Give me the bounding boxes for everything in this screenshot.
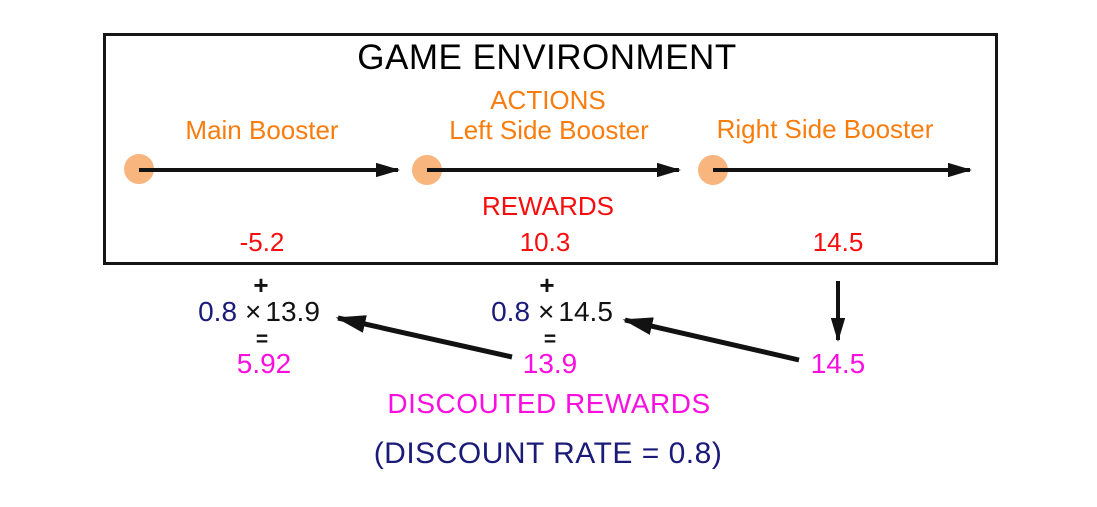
plus-operator-2: + [539, 270, 555, 300]
future-value-1: 13.9 [265, 296, 320, 327]
multiply-sign-2: × [538, 296, 555, 327]
action-label-main-booster: Main Booster [185, 115, 339, 145]
equals-sign-2: = [543, 328, 557, 351]
discounted-result-1: 5.92 [236, 348, 292, 379]
game-environment-box [103, 33, 998, 265]
discount-expression-1: 0.8×13.9 [198, 298, 320, 326]
discount-rate-factor-1: 0.8 [198, 296, 238, 327]
discount-rate-caption: (DISCOUNT RATE = 0.8) [373, 437, 723, 470]
environment-title: GAME ENVIRONMENT [357, 38, 737, 77]
equals-sign-1: = [255, 328, 269, 351]
rewards-header: REWARDS [482, 191, 614, 221]
discount-expression-2: 0.8×14.5 [491, 298, 613, 326]
action-label-left-side-booster: Left Side Booster [449, 115, 649, 145]
discount-rate-factor-2: 0.8 [491, 296, 531, 327]
reward-value-2: 10.3 [519, 227, 571, 257]
discount-backprop-arrow-2 [622, 317, 800, 363]
actions-header: ACTIONS [490, 85, 606, 115]
plus-operator-1: + [253, 270, 269, 300]
reward-value-1: -5.2 [239, 227, 285, 257]
multiply-sign-1: × [245, 296, 262, 327]
discounted-rewards-caption: DISCOUTED REWARDS [387, 388, 711, 419]
discount-backprop-arrow-1 [335, 315, 513, 360]
future-value-2: 14.5 [558, 296, 613, 327]
reward-value-3: 14.5 [812, 227, 864, 257]
discounted-result-2: 13.9 [522, 348, 578, 379]
action-label-right-side-booster: Right Side Booster [716, 114, 934, 144]
discounted-result-3: 14.5 [810, 348, 866, 379]
